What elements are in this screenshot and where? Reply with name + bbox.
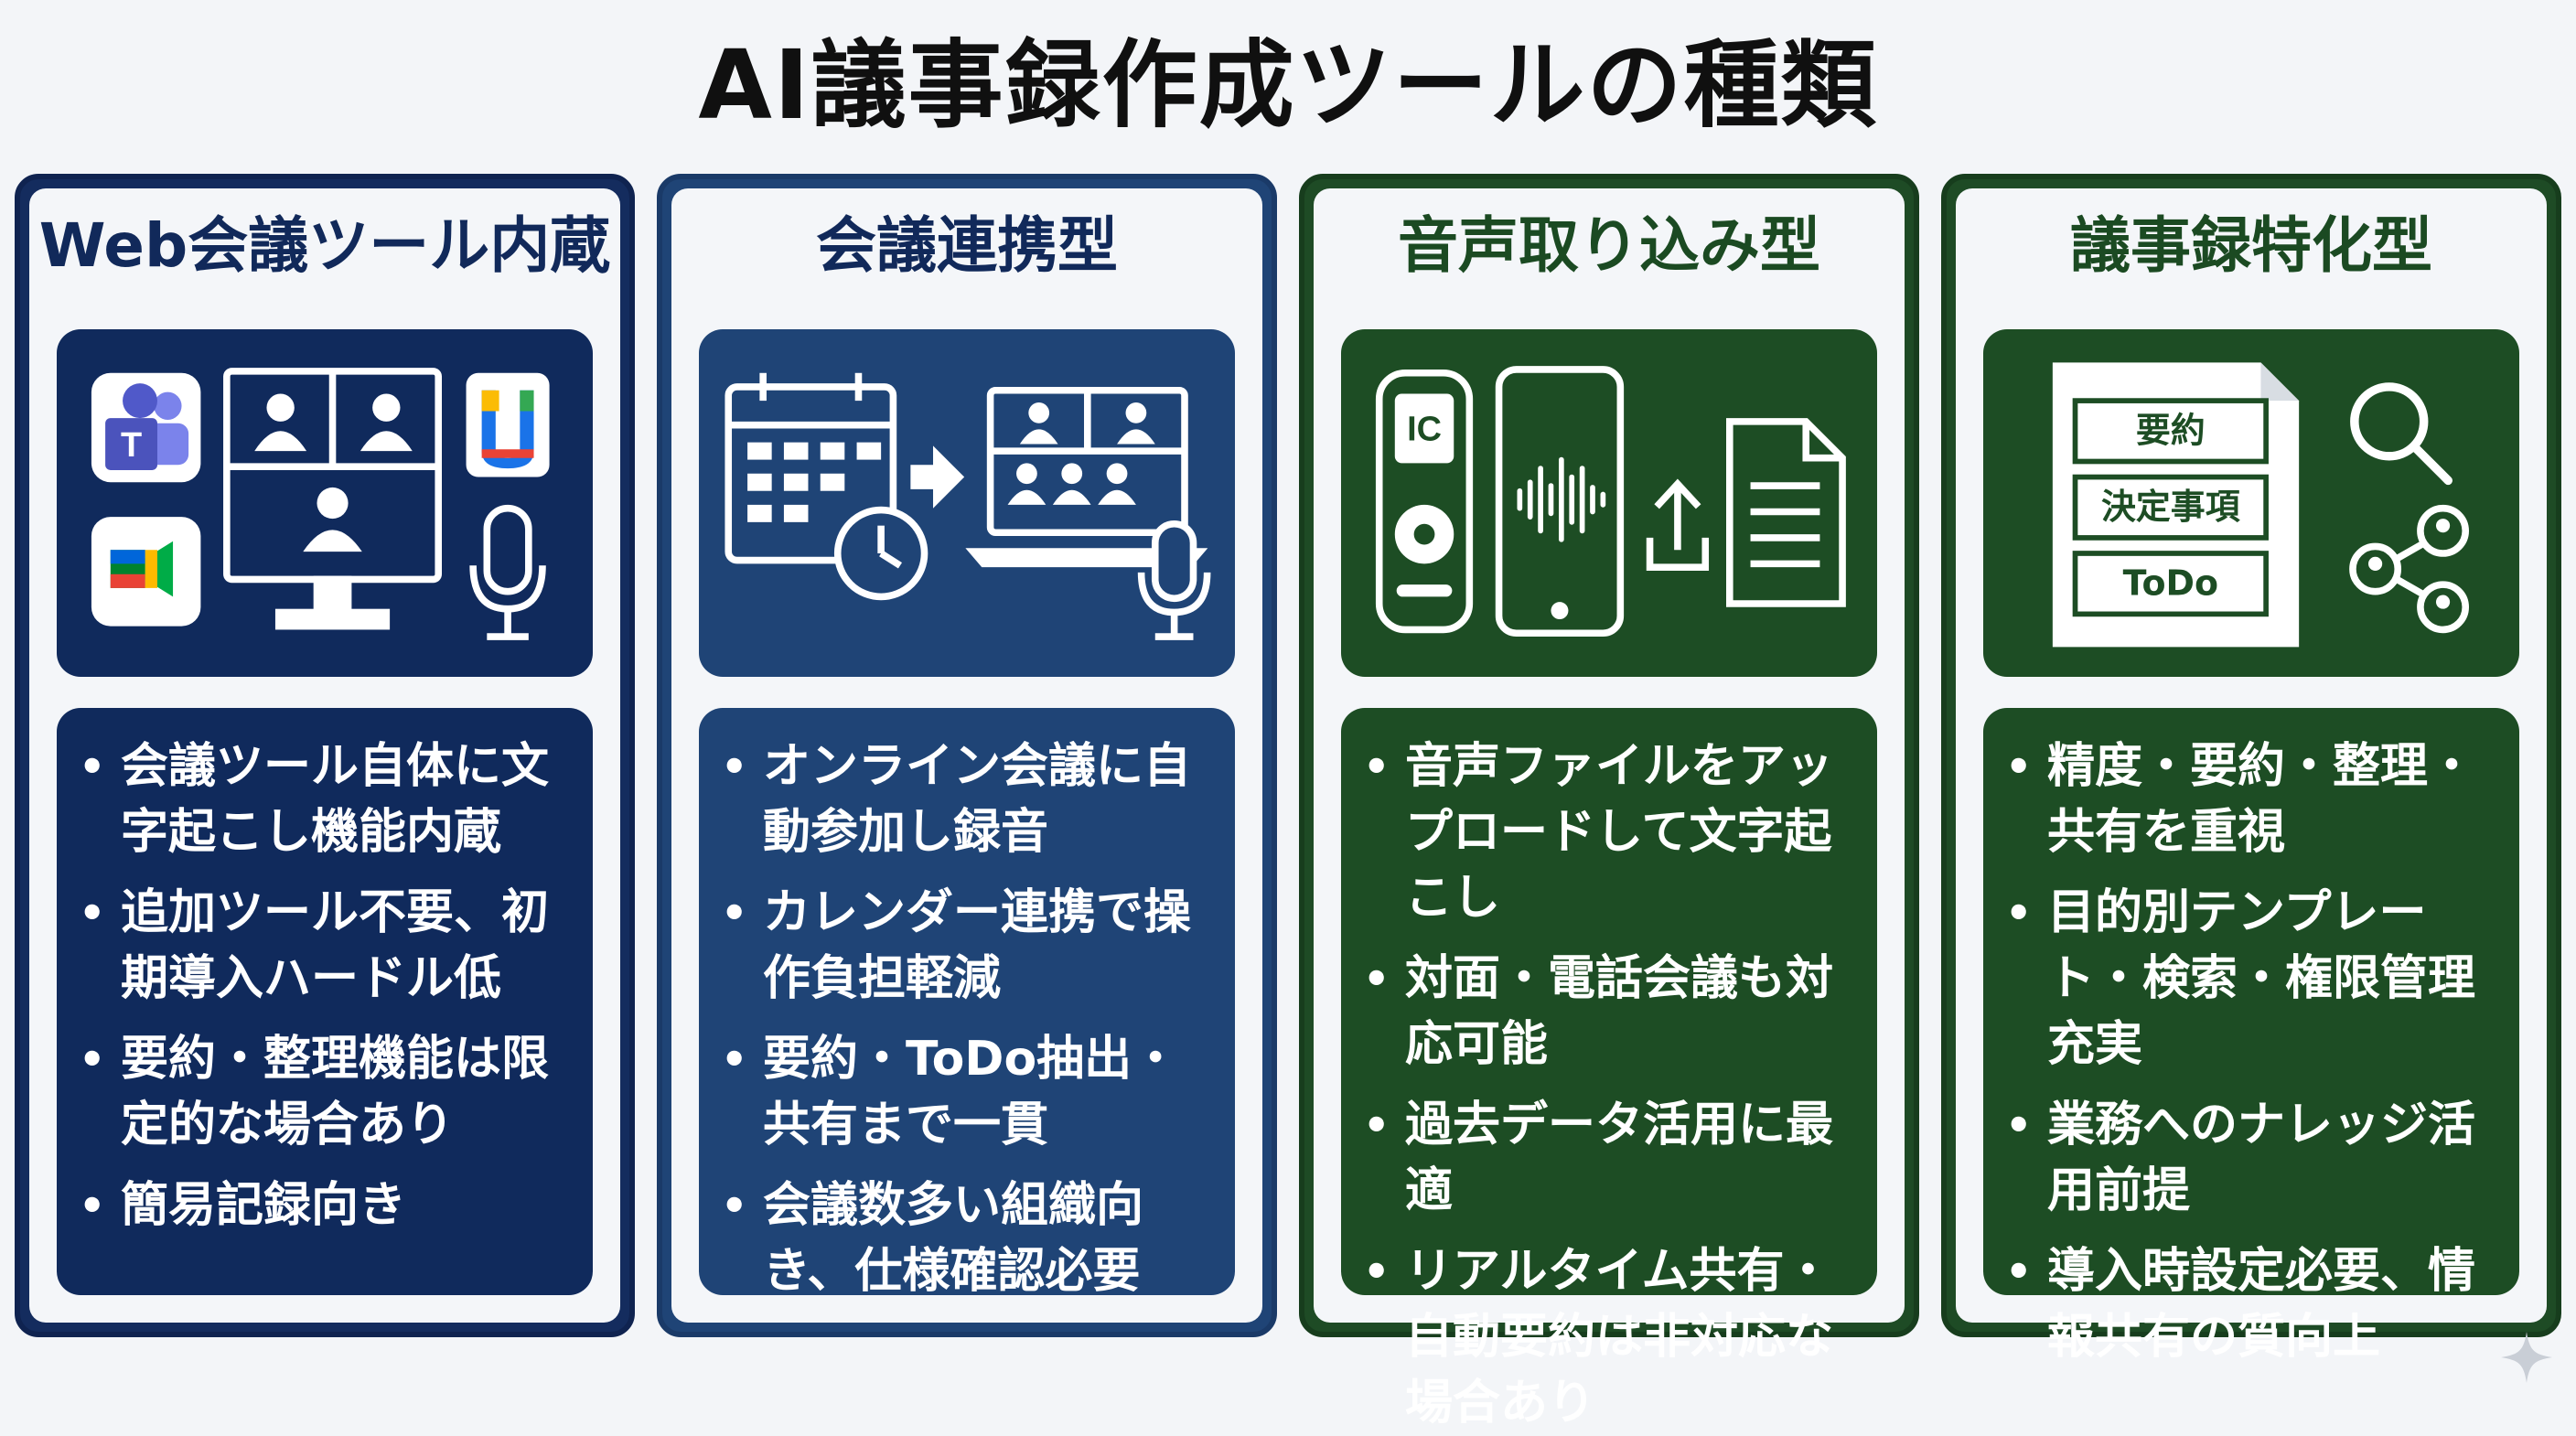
feature-item: 要約・整理機能は限定的な場合あり bbox=[77, 1026, 576, 1158]
video-conference-monitor-icon bbox=[223, 368, 443, 630]
feature-item: 業務へのナレッジ活用前提 bbox=[2003, 1092, 2503, 1224]
zoom-style-logo-icon bbox=[466, 372, 550, 477]
google-meet-logo-icon bbox=[91, 517, 201, 627]
column-body: オンライン会議に自動参加し録音 カレンダー連携で操作負担軽減 要約・ToDo抽出… bbox=[671, 304, 1262, 1323]
column-audio-import: 音声取り込み型 IC bbox=[1299, 174, 1919, 1431]
meeting-participants bbox=[1007, 402, 1155, 505]
column-heading: 会議連携型 bbox=[671, 188, 1262, 304]
doc-section-label: ToDo bbox=[2123, 563, 2218, 604]
feature-item: 対面・電話会議も対応可能 bbox=[1361, 946, 1861, 1077]
search-icon bbox=[2350, 382, 2453, 486]
smartphone-waveform-icon bbox=[1495, 366, 1625, 638]
feature-item: 音声ファイルをアップロードして文字起こし bbox=[1361, 734, 1861, 931]
feature-list: 音声ファイルをアップロードして文字起こし 対面・電話会議も対応可能 過去データ活… bbox=[1361, 734, 1861, 1436]
column-heading: Web会議ツール内蔵型 bbox=[29, 188, 620, 396]
feature-list: 精度・要約・整理・共有を重視 目的別テンプレート・検索・権限管理充実 業務へのナ… bbox=[2003, 734, 2503, 1370]
ic-recorder-icon: IC bbox=[1375, 369, 1474, 634]
feature-item: カレンダー連携で操作負担軽減 bbox=[719, 880, 1218, 1012]
column-body: IC bbox=[1314, 304, 1905, 1431]
page-title: AI議事録作成ツールの種類 bbox=[698, 29, 1878, 141]
feature-item: 会議数多い組織向き、仕様確認必要 bbox=[719, 1173, 1218, 1304]
recorder-label: IC bbox=[1407, 411, 1442, 449]
web-meeting-icons: T bbox=[91, 368, 550, 640]
doc-section-label: 要約 bbox=[2136, 411, 2206, 451]
svg-text:T: T bbox=[121, 426, 142, 465]
feature-item: 要約・ToDo抽出・共有まで一貫 bbox=[719, 1026, 1218, 1158]
microphone-icon bbox=[469, 504, 546, 640]
feature-item: リアルタイム共有・自動要約は非対応な場合あり bbox=[1361, 1238, 1861, 1436]
feature-item: 精度・要約・整理・共有を重視 bbox=[2003, 734, 2503, 865]
calendar-icon bbox=[724, 372, 897, 564]
doc-section-label: 決定事項 bbox=[2101, 487, 2241, 527]
column-minutes-specialized: 議事録特化型 要約 決定事項 ToDo bbox=[1941, 174, 2561, 1365]
participants bbox=[254, 393, 413, 552]
feature-item: 目的別テンプレート・検索・権限管理充実 bbox=[2003, 880, 2503, 1077]
feature-list-panel: 会議ツール自体に文字起こし機能内蔵 追加ツール不要、初期導入ハードル低 要約・整… bbox=[57, 708, 593, 1295]
icon-panel: T bbox=[57, 329, 593, 677]
feature-list-panel: オンライン会議に自動参加し録音 カレンダー連携で操作負担軽減 要約・ToDo抽出… bbox=[699, 708, 1235, 1299]
feature-list-panel: 精度・要約・整理・共有を重視 目的別テンプレート・検索・権限管理充実 業務へのナ… bbox=[1983, 708, 2519, 1365]
minutes-document-icon: 要約 決定事項 ToDo bbox=[2052, 362, 2300, 648]
icon-panel bbox=[699, 329, 1235, 677]
icon-panel: IC bbox=[1341, 329, 1877, 677]
column-web-meeting-builtin: Web会議ツール内蔵型 T bbox=[15, 174, 635, 1337]
feature-item: オンライン会議に自動参加し録音 bbox=[719, 734, 1218, 865]
calendar-grid bbox=[747, 442, 882, 522]
microphone-icon bbox=[1137, 520, 1211, 640]
feature-item: 導入時設定必要、情報共有の質向上 bbox=[2003, 1238, 2503, 1370]
meeting-integration-icons bbox=[724, 372, 1211, 640]
share-icon bbox=[2349, 504, 2470, 634]
icon-panel: 要約 決定事項 ToDo bbox=[1983, 329, 2519, 677]
feature-item: 会議ツール自体に文字起こし機能内蔵 bbox=[77, 734, 576, 865]
document-icon bbox=[1726, 418, 1846, 607]
feature-item: 追加ツール不要、初期導入ハードル低 bbox=[77, 880, 576, 1012]
column-heading: 議事録特化型 bbox=[1956, 188, 2547, 304]
audio-import-icons: IC bbox=[1375, 366, 1846, 638]
column-body: 要約 決定事項 ToDo bbox=[1956, 304, 2547, 1365]
column-heading: 音声取り込み型 bbox=[1314, 188, 1905, 304]
clock-icon bbox=[833, 506, 928, 601]
column-meeting-integration: 会議連携型 bbox=[657, 174, 1277, 1337]
minutes-specialized-icons: 要約 決定事項 ToDo bbox=[2052, 362, 2470, 648]
teams-logo-icon: T bbox=[91, 372, 201, 483]
feature-list-panel: 音声ファイルをアップロードして文字起こし 対面・電話会議も対応可能 過去データ活… bbox=[1341, 708, 1877, 1431]
sparkle-icon bbox=[2501, 1332, 2552, 1383]
feature-item: 簡易記録向き bbox=[77, 1173, 576, 1238]
feature-item: 過去データ活用に最適 bbox=[1361, 1092, 1861, 1224]
upload-icon bbox=[1646, 478, 1710, 571]
feature-list: 会議ツール自体に文字起こし機能内蔵 追加ツール不要、初期導入ハードル低 要約・整… bbox=[77, 734, 576, 1238]
arrow-right-icon bbox=[910, 445, 965, 509]
feature-list: オンライン会議に自動参加し録音 カレンダー連携で操作負担軽減 要約・ToDo抽出… bbox=[719, 734, 1218, 1304]
column-body: T bbox=[29, 304, 620, 1323]
